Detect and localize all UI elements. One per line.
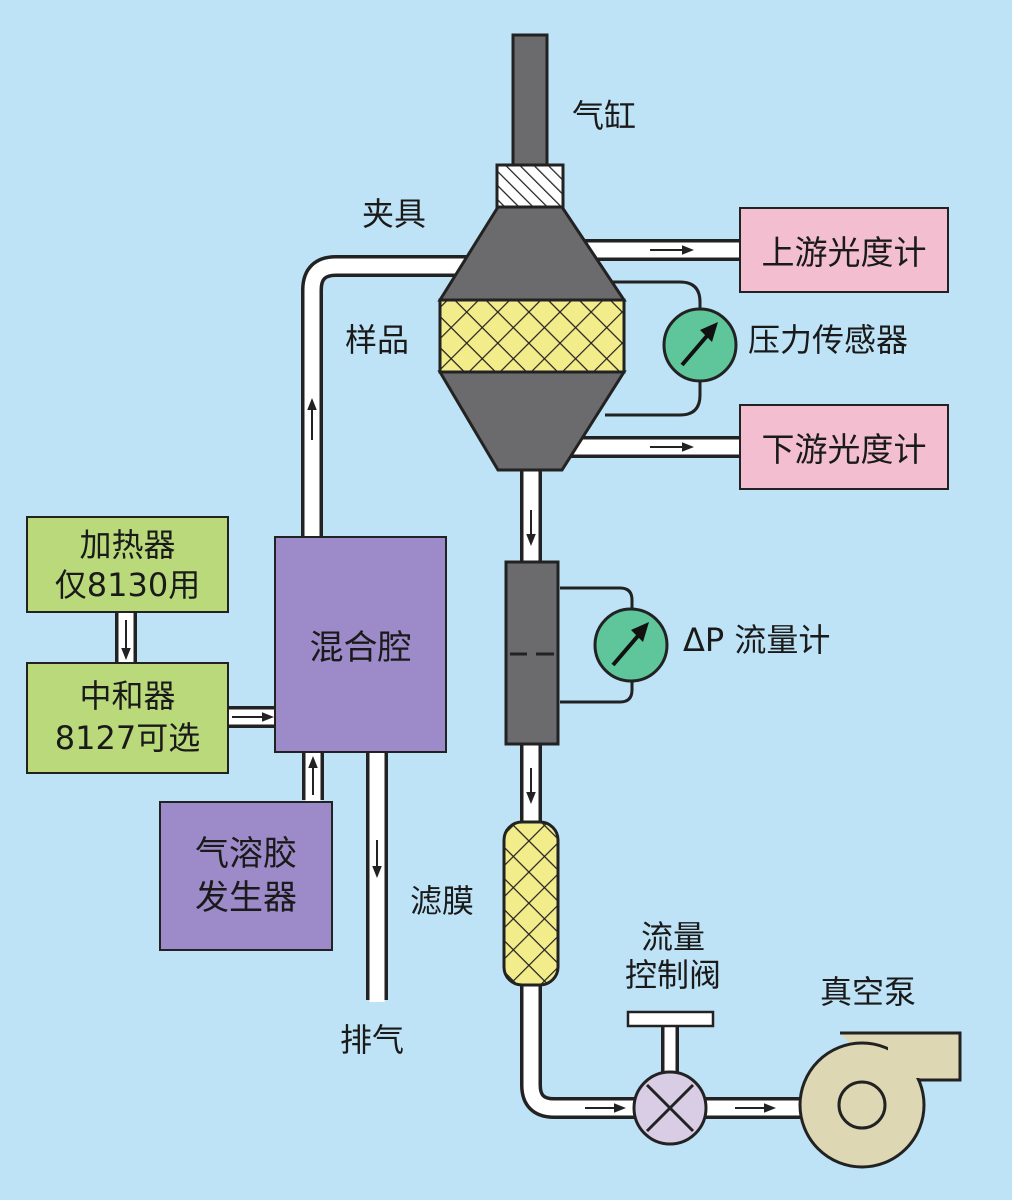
vacuum-pump [798,1031,962,1169]
flow-arrows [121,245,776,1113]
cylinder-rod [511,33,549,169]
fixture-lower-cone [437,370,627,472]
filter-label: 滤膜 [410,882,475,920]
fixture-label: 夹具 [362,195,427,233]
dp-gauge-needle-icon [631,622,649,642]
aerosol-label-line1: 气溶胶 [195,833,297,874]
downstream-photometer-text-box: 下游光度计 [740,405,948,489]
vacuum-pump-label: 真空泵 [820,973,917,1011]
heater-box [26,516,229,613]
heater-label-line2: 仅8130用 [54,565,201,604]
downstream-photometer-box [739,404,949,490]
exhaust-label: 排气 [340,1021,405,1059]
cylinder-clamp-block [495,163,565,209]
heater-label-line1: 加热器 [79,525,176,564]
filter-capsule [502,820,560,987]
mixing-chamber-text-box: 混合腔 [275,537,446,752]
gauge-needle-icon [700,322,718,342]
sample-mesh [438,298,626,374]
neutralizer-label-line2: 8127可选 [54,719,201,757]
dp-flowmeter-label: ΔP 流量计 [683,621,831,659]
valve-handle [626,1010,715,1028]
neutralizer-box [26,662,229,774]
flow-valve-label-line2: 控制阀 [624,956,721,994]
aerosol-label-line2: 发生器 [195,878,297,918]
upstream-photometer-label: 上游光度计 [761,233,927,272]
heater-text-box: 加热器 仅8130用 [27,517,228,612]
pump-center-icon [837,1080,887,1130]
flow-control-valve-label: 流量 控制阀 [608,908,738,1004]
flow-valve-label-line1: 流量 [640,917,705,956]
aerosol-generator-box [159,801,333,951]
neutralizer-text-box: 中和器 8127可选 [27,663,228,773]
sample-label: 样品 [345,321,410,359]
upstream-photometer-box [739,207,949,293]
cylinder-label: 气缸 [572,97,637,135]
neutralizer-label-line1: 中和器 [79,677,176,716]
pressure-sensor-label: 压力传感器 [748,321,909,359]
downstream-photometer-label: 下游光度计 [761,430,927,469]
mixing-chamber-label: 混合腔 [309,628,412,668]
mixing-chamber-box [274,536,447,753]
aerosol-generator-text-box: 气溶胶 发生器 [160,802,332,950]
upstream-photometer-text-box: 上游光度计 [740,208,948,292]
